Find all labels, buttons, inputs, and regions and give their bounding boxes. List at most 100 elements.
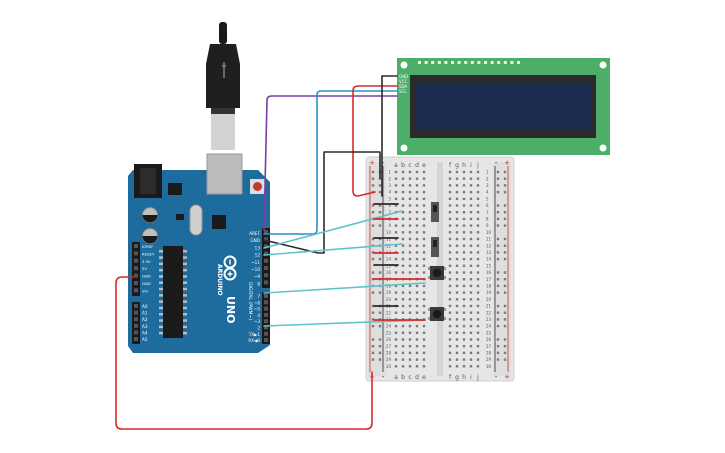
digital-pin-label: 7 — [257, 294, 260, 299]
row-number-right: 15 — [486, 263, 492, 268]
row-number-right: 26 — [486, 337, 492, 342]
digital-pin-label: ~11 — [251, 260, 260, 265]
push-button-2[interactable] — [428, 307, 446, 321]
digital-pin-label: AREF — [249, 231, 260, 236]
analog-pin-label: A1 — [142, 311, 148, 316]
digital-pin-label: GND — [250, 238, 260, 243]
power-pin-label: 5V — [142, 266, 147, 271]
column-label-bottom: d — [415, 374, 419, 381]
row-number-left: 3 — [388, 183, 391, 188]
row-number-right: 23 — [486, 317, 492, 322]
digital-pwm-label: DIGITAL (PWM~) — [247, 282, 253, 320]
arduino-uno-board: ARDUINO UNO DIGITAL (PWM~) POWER ANALOG … — [128, 22, 270, 353]
wire-pin12[interactable] — [263, 243, 403, 256]
column-label-bottom: h — [462, 374, 466, 381]
row-number-left: 11 — [386, 237, 392, 242]
digital-pin-label: ~10 — [251, 267, 260, 272]
wire-pin7[interactable] — [263, 282, 426, 294]
analog-pin-label: A2 — [142, 317, 148, 322]
arduino-logo-icon — [223, 255, 237, 281]
column-label-bottom: a — [394, 374, 398, 381]
power-pin-label: GND — [142, 274, 151, 279]
row-number-left: 1 — [388, 170, 391, 175]
wire-scl[interactable] — [263, 95, 398, 231]
column-label-top: h — [462, 162, 466, 169]
wire-vcc[interactable] — [352, 85, 398, 197]
lcd-pin-label: SDA — [399, 84, 408, 89]
column-label-bottom: g — [455, 374, 459, 381]
row-number-right: 30 — [486, 364, 492, 369]
column-label-top: j — [476, 162, 479, 169]
row-number-right: 19 — [486, 290, 492, 295]
power-pin-label: IOREF — [142, 244, 153, 249]
row-number-right: 5 — [486, 196, 489, 201]
row-number-right: 22 — [486, 310, 492, 315]
column-label-top: f — [449, 162, 452, 169]
row-number-left: 28 — [386, 351, 392, 356]
arduino-brand-label: ARDUINO — [216, 264, 223, 295]
wire-pin13[interactable] — [263, 210, 403, 249]
power-pin-label: GND — [142, 281, 151, 286]
row-number-left: 22 — [386, 310, 392, 315]
row-number-right: 10 — [486, 230, 492, 235]
row-number-right: 29 — [486, 357, 492, 362]
row-number-right: 27 — [486, 344, 492, 349]
column-label-bottom: c — [408, 374, 411, 381]
row-number-left: 30 — [386, 364, 392, 369]
row-number-left: 10 — [386, 230, 392, 235]
row-number-left: 29 — [386, 357, 392, 362]
wire-lcd-gnd[interactable] — [381, 75, 398, 197]
rail-minus-label-bottom-right: - — [495, 373, 498, 381]
column-label-bottom: e — [422, 374, 426, 381]
row-number-right: 28 — [486, 351, 492, 356]
slide-switch-2[interactable] — [431, 237, 439, 257]
lcd-screen — [415, 84, 591, 130]
row-number-left: 25 — [386, 330, 392, 335]
column-label-bottom: i — [470, 374, 472, 381]
digital-pin-label: RX◀0 — [248, 338, 260, 343]
digital-pin-label: ~3 — [254, 319, 261, 324]
wire-gnd-rail[interactable] — [263, 151, 381, 254]
arduino-model-label: UNO — [224, 296, 237, 324]
row-number-left: 2 — [388, 176, 391, 181]
lcd-pin-label: VCC — [399, 79, 408, 84]
wire-pin2[interactable] — [263, 319, 426, 327]
slide-switch-1[interactable] — [431, 202, 439, 222]
reset-button[interactable] — [250, 179, 265, 194]
row-number-right: 7 — [486, 210, 489, 215]
row-number-left: 16 — [386, 270, 392, 275]
row-number-right: 8 — [486, 217, 489, 222]
row-number-left: 19 — [386, 290, 392, 295]
lcd-pin-label: SCL — [399, 89, 407, 94]
row-number-left: 27 — [386, 344, 392, 349]
row-number-right: 18 — [486, 284, 492, 289]
row-number-right: 1 — [486, 170, 489, 175]
rail-minus-label-top-left: - — [382, 159, 385, 167]
column-label-top: i — [470, 162, 472, 169]
row-number-right: 6 — [486, 203, 489, 208]
row-number-left: 6 — [388, 203, 391, 208]
power-pin-label: Vin — [142, 288, 149, 293]
usb-cable — [206, 22, 240, 150]
digital-pin-label: ~5 — [254, 307, 261, 312]
row-number-right: 14 — [486, 257, 492, 262]
wires — [115, 75, 426, 430]
row-number-left: 24 — [386, 324, 392, 329]
power-pin-label: 3.3V — [142, 259, 151, 264]
row-number-right: 3 — [486, 183, 489, 188]
rail-minus-label-bottom-left: - — [382, 373, 385, 381]
digital-pin-label: ~9 — [254, 274, 261, 279]
wire-5v[interactable] — [115, 276, 373, 430]
rail-plus-label-bottom-right: + — [504, 373, 510, 381]
push-button-1[interactable] — [428, 266, 446, 280]
row-number-left: 9 — [388, 223, 391, 228]
row-number-left: 14 — [386, 257, 392, 262]
power-pin-label: RESET — [142, 251, 155, 256]
column-label-top: a — [394, 162, 398, 169]
row-number-right: 4 — [486, 190, 489, 195]
digital-pin-label: TX▶1 — [248, 332, 261, 337]
row-number-left: 5 — [388, 196, 391, 201]
rail-plus-label-top-left: + — [369, 159, 375, 167]
